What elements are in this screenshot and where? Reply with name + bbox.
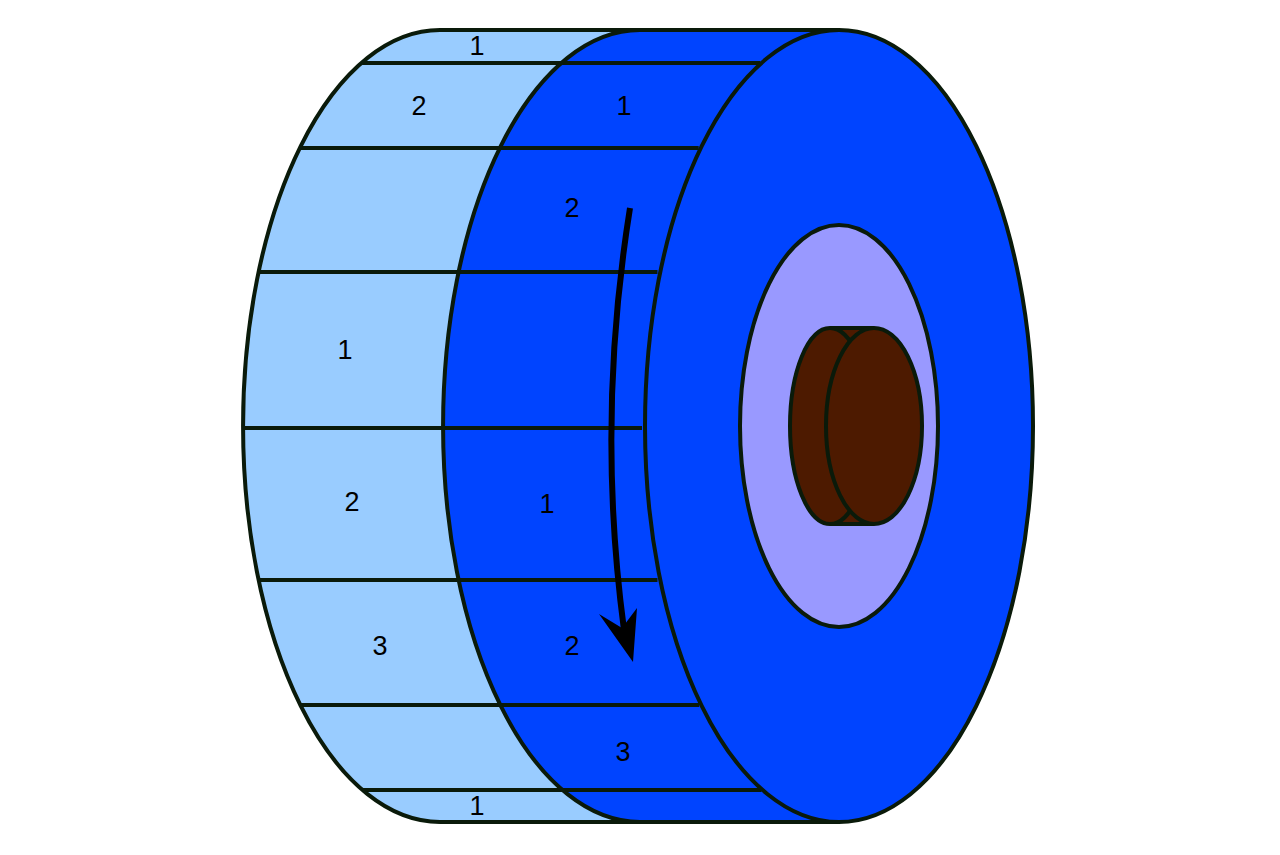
segment-line [459, 578, 658, 582]
segment-number: 2 [564, 633, 579, 660]
segment-number: 1 [469, 33, 484, 60]
segment-line [361, 61, 561, 65]
segment-number: 2 [564, 195, 579, 222]
hub-front [826, 328, 922, 524]
front-face [645, 30, 1033, 822]
segment-number: 1 [337, 337, 352, 364]
segment-line [500, 146, 699, 150]
segment-line [300, 703, 500, 707]
segment-line [562, 788, 761, 792]
back-rim [243, 30, 440, 822]
segment-line [561, 61, 760, 65]
bottom-edge [440, 820, 839, 824]
middle-rim [443, 30, 640, 822]
arrow-head [599, 608, 637, 662]
segment-line [300, 146, 500, 150]
segment-line [459, 270, 658, 274]
segment-number: 1 [539, 491, 554, 518]
segment-line [259, 578, 459, 582]
segment-number: 1 [469, 793, 484, 820]
segment-number: 3 [372, 633, 387, 660]
segment-line [362, 788, 562, 792]
segment-line [500, 703, 699, 707]
rotation-arrow [611, 208, 630, 630]
segment-number: 2 [344, 489, 359, 516]
top-edge [440, 28, 839, 32]
segment-line [243, 426, 443, 430]
inner-disc [740, 225, 938, 627]
segment-number: 3 [615, 739, 630, 766]
segment-line [259, 270, 459, 274]
segment-number: 2 [411, 93, 426, 120]
segment-number: 1 [616, 93, 631, 120]
